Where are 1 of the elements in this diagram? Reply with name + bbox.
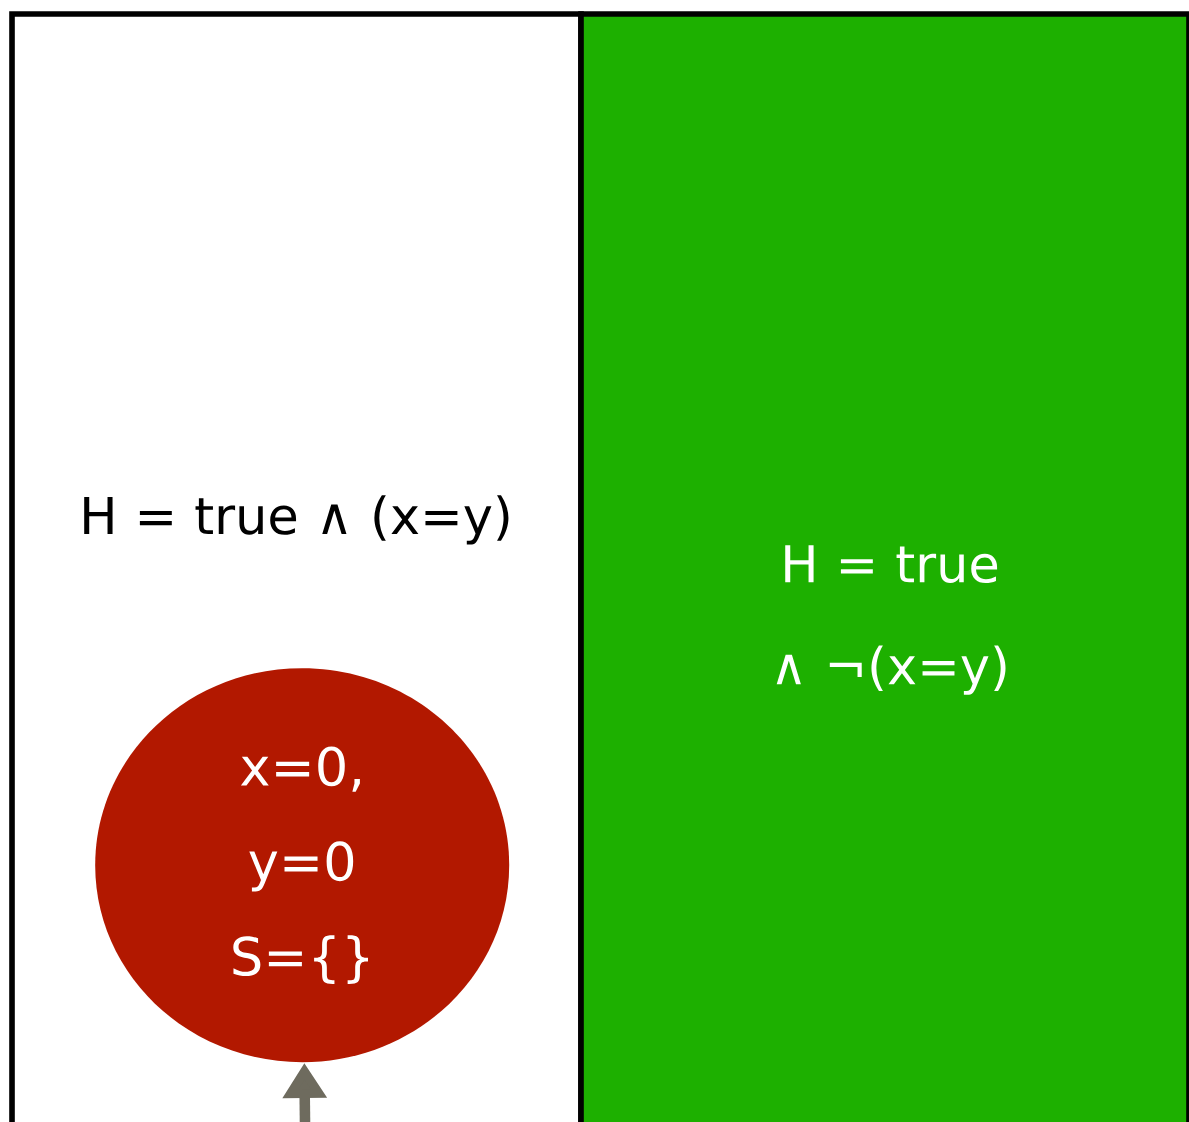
panel: H = true ∧ ¬(x=y): [578, 11, 1189, 1122]
